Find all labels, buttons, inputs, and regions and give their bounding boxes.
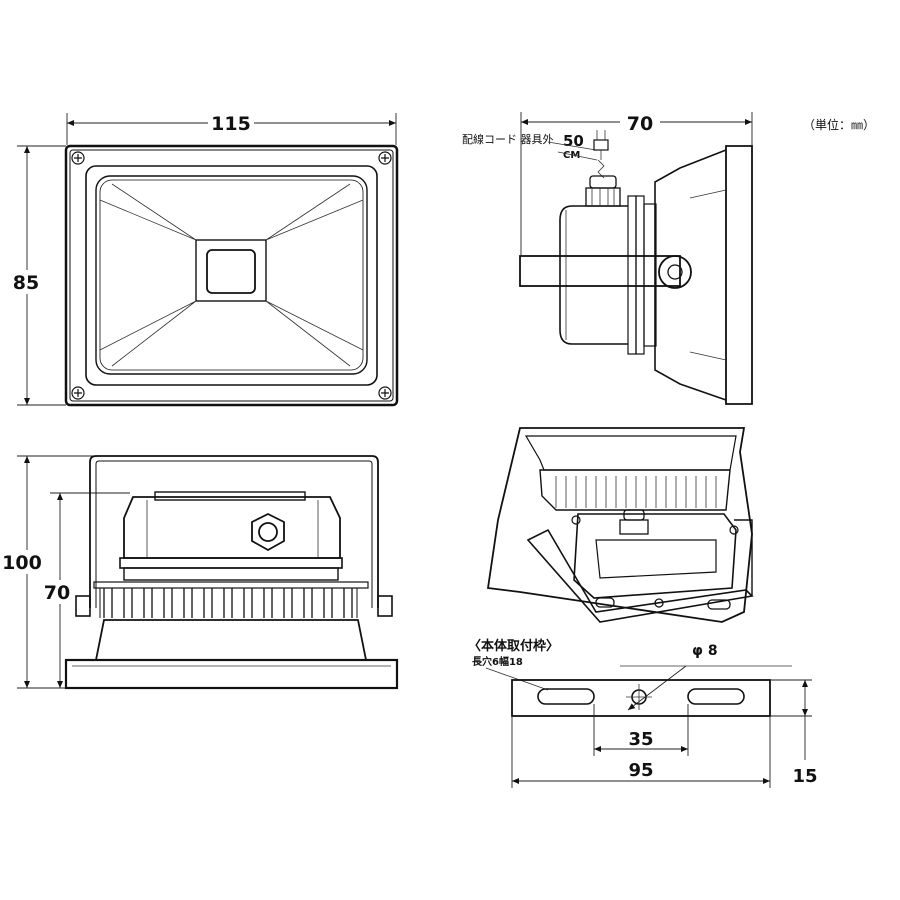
front-reflector-facets: [99, 183, 364, 367]
bottom-100-label-bg: [2, 550, 46, 574]
side-heatsink-fin-a: [627, 195, 637, 355]
front-led-chip: [206, 249, 256, 294]
front-screw-top-left: [71, 151, 85, 165]
side-depth-label: 70: [627, 113, 653, 135]
bracket-hole-label: φ 8: [692, 643, 718, 659]
front-screw-bottom-left: [71, 386, 85, 400]
iso-side-bolt-left: [571, 515, 581, 525]
iso-bracket: [526, 528, 754, 623]
front-screw-bottom-right: [378, 386, 392, 400]
bottom-flange-top: [119, 557, 343, 569]
iso-heatsink-fins: [555, 476, 717, 508]
isometric-view: [486, 427, 754, 623]
side-bracket-pivot-bolt: [667, 264, 683, 280]
front-height-label-bg: [8, 270, 46, 294]
bracket-hole-spacing-label: 35: [628, 729, 653, 750]
iso-side-bolt-right: [729, 525, 739, 535]
units-note: （単位：㎜）: [803, 117, 875, 132]
iso-front-frame: [486, 427, 753, 623]
bottom-right-nut: [377, 595, 393, 617]
front-width-label: 115: [211, 113, 251, 135]
iso-center-hole: [654, 598, 664, 608]
iso-top-face: [524, 435, 737, 471]
bracket-length-label: 95: [628, 760, 653, 781]
iso-bracket-right-arm: [734, 519, 753, 596]
bracket-slot-left: [537, 688, 595, 705]
bottom-height-total-label: 100: [2, 552, 42, 574]
front-bezel: [85, 165, 378, 386]
side-bracket-pivot: [658, 255, 692, 289]
side-body-taper: [654, 149, 727, 401]
front-reflector-outer: [95, 175, 368, 375]
iso-driver-box: [573, 513, 737, 599]
bottom-driver-top: [154, 491, 306, 501]
iso-slot-left: [595, 597, 615, 608]
front-height-label: 85: [13, 272, 39, 294]
bottom-view: 100 70: [2, 455, 399, 690]
side-view: 70 配線コード 器具外 50 CM: [462, 111, 753, 405]
iso-heatsink-block: [539, 469, 731, 511]
front-width-label-bg: [208, 112, 254, 132]
side-bracket-arm: [519, 255, 681, 287]
bracket-plate: [511, 679, 771, 717]
cord-leader-lines: [547, 141, 598, 161]
cord-length-unit: CM: [563, 150, 580, 161]
side-cable-gland: [585, 175, 621, 207]
front-view: 115 85: [8, 112, 399, 407]
bracket-title: 〈本体取付枠〉: [468, 638, 559, 654]
side-front-frame: [725, 145, 753, 405]
bracket-slot-note: 長穴6幅18: [472, 655, 523, 668]
bottom-driver-box-edges: [146, 500, 319, 558]
bottom-left-nut: [75, 595, 91, 617]
front-reflector-outer-inner: [99, 179, 364, 371]
bottom-heatsink-fins: [93, 581, 369, 618]
cord-note: 配線コード 器具外: [462, 132, 554, 146]
bracket-height-label: 15: [792, 766, 817, 787]
bracket-center-mark: [626, 684, 652, 710]
bracket-hole-leader: [627, 665, 687, 711]
bottom-70-label-bg: [38, 580, 76, 604]
bottom-cable-gland: [251, 512, 285, 552]
iso-cable-gland: [619, 509, 649, 535]
front-outer-frame-inner-edge: [69, 149, 394, 402]
iso-slot-right: [707, 599, 731, 610]
front-screw-top-right: [378, 151, 392, 165]
front-outer-frame: [64, 144, 399, 407]
front-reflector-inner: [195, 239, 267, 302]
bracket-view: 〈本体取付枠〉 長穴6幅18 φ 8 35 95 15: [468, 638, 818, 788]
bottom-housing-taper: [94, 619, 368, 661]
side-depth-label-bg: [620, 111, 660, 131]
bracket-slot-leader: [485, 667, 549, 691]
side-heatsink-fin-b: [635, 195, 645, 355]
bottom-front-frame: [64, 658, 399, 690]
side-body-edges: [689, 189, 727, 361]
bottom-u-bracket-inner: [95, 460, 373, 608]
bottom-height-body-label: 70: [44, 582, 70, 604]
bracket-slot-right: [687, 688, 745, 705]
plug-icon: [593, 130, 609, 179]
bottom-u-bracket: [89, 455, 379, 608]
side-heatsink-plate: [643, 203, 657, 347]
side-driver-box: [559, 205, 628, 345]
bottom-flange-bottom: [123, 567, 339, 581]
bottom-driver-box: [123, 496, 341, 559]
iso-driver-panel: [595, 539, 717, 579]
